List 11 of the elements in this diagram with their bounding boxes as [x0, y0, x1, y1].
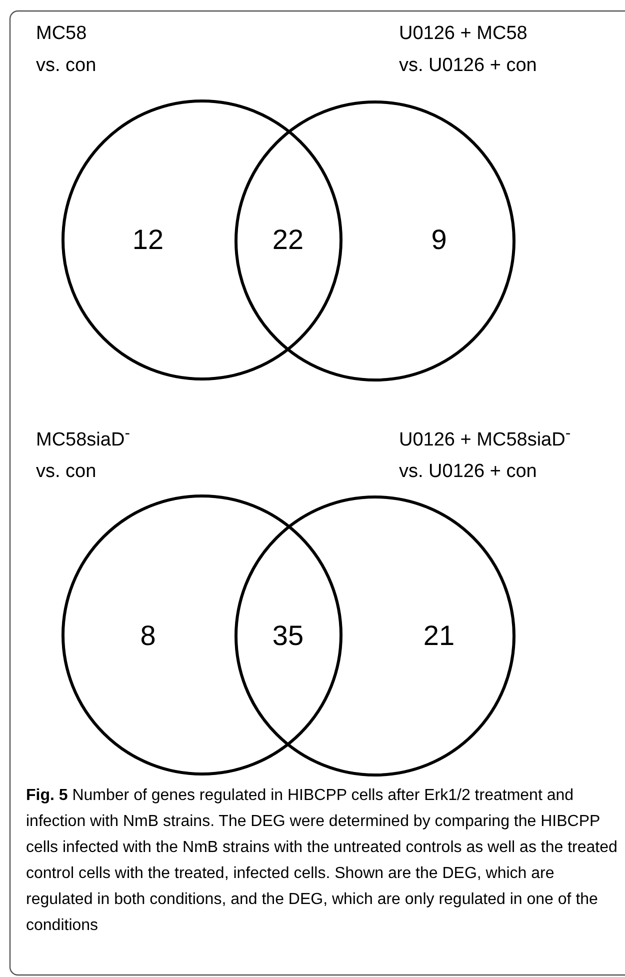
count-number: 35: [272, 620, 304, 652]
figure-caption: Fig. 5 Number of genes regulated in HIBCPP cells after Erk1/2 treatment and infection with NmB strains. The DEG were determined by comparing the HIBCPP cells infected with the NmB strains with the untreated controls as well as the treated control cells with the treated, infected cells. Shown are the DEG, which are regulated in both conditions, and the DEG, which are only regulated in one of the conditions: [26, 786, 618, 936]
set-label: MC58 vs. con: [36, 22, 98, 78]
count-number: 12: [132, 224, 164, 256]
set-label: MC58siaD$^{-}$ vs. con: [36, 424, 131, 484]
count-number: 22: [272, 224, 304, 256]
count-number: 21: [423, 620, 455, 652]
count-number: 9: [431, 224, 447, 256]
count-number: 8: [140, 620, 156, 652]
set-label: U0126 + MC58siaD$^{-}$ vs. U0126 + con: [399, 424, 572, 484]
set-label: U0126 + MC58 vs. U0126 + con: [399, 22, 538, 78]
